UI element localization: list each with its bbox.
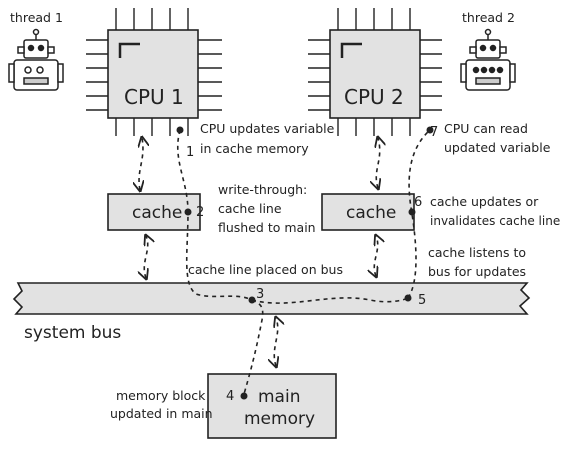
system-bus-label: system bus <box>24 323 121 343</box>
step-1-text-line-1: CPU updates variable <box>200 121 335 136</box>
step-1-text-line-2: in cache memory <box>200 141 309 156</box>
step-5-number: 5 <box>418 293 426 308</box>
step-4-text-line-1: memory block <box>116 388 206 403</box>
step-4-number: 4 <box>226 389 234 404</box>
cache-2-label: cache <box>346 203 396 223</box>
cpu-2-chip <box>308 8 442 136</box>
system-bus-bar <box>12 282 531 315</box>
step-7-text-line-1: CPU can read <box>444 121 528 136</box>
cpu-2-label: CPU 2 <box>344 85 404 109</box>
robot-icon-thread-2 <box>460 28 516 91</box>
step-2-text-line-3: flushed to main <box>218 220 316 235</box>
cache-1-label: cache <box>132 203 182 223</box>
step-6-text-line-1: cache updates or <box>430 194 539 209</box>
step-7-number: 7 <box>430 125 438 140</box>
cpu-1-label: CPU 1 <box>124 85 184 109</box>
cache-2-box <box>321 193 415 231</box>
cpu-1-chip <box>86 8 222 136</box>
step-2-number: 2 <box>196 205 204 220</box>
step-2-text-line-1: write-through: <box>218 182 307 197</box>
robot-icon-thread-1 <box>8 28 64 91</box>
connection-arrows <box>139 138 380 366</box>
step-5-text-line-2: bus for updates <box>428 264 526 279</box>
data-flow-path <box>176 129 431 395</box>
step-5-text-line-1: cache listens to <box>428 245 526 260</box>
step-4-text-line-2: updated in main <box>110 406 213 421</box>
step-3-text: cache line placed on bus <box>188 262 343 277</box>
step-2-text-line-2: cache line <box>218 201 282 216</box>
step-7-text-line-2: updated variable <box>444 140 551 155</box>
step-6-number: 6 <box>414 195 422 210</box>
thread-1-label: thread 1 <box>10 10 63 25</box>
step-dots <box>176 126 434 400</box>
step-6-text-line-2: invalidates cache line <box>430 214 560 228</box>
main-memory-box <box>207 373 337 439</box>
step-1-number: 1 <box>186 145 194 160</box>
main-memory-label-line-1: main <box>258 387 300 407</box>
thread-2-label: thread 2 <box>462 10 515 25</box>
step-3-number: 3 <box>256 287 264 302</box>
main-memory-label-line-2: memory <box>244 409 315 429</box>
